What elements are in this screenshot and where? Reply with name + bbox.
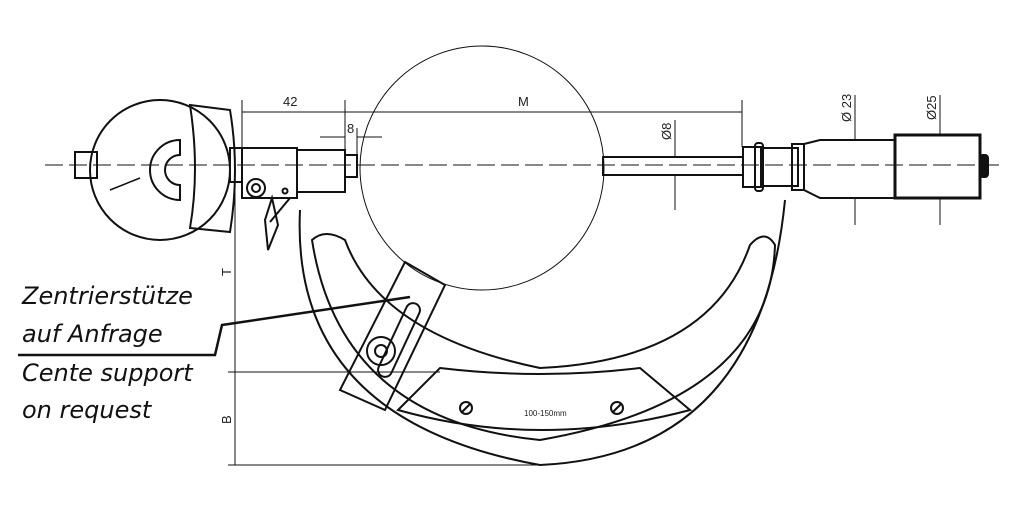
frame-range-label: 100-150mm bbox=[524, 409, 567, 418]
dial-gauge bbox=[74, 99, 243, 241]
spindle bbox=[602, 133, 989, 200]
callout-line-4: on request bbox=[22, 396, 152, 424]
dim-42: 42 bbox=[283, 94, 297, 109]
dim-dia25: Ø25 bbox=[924, 95, 939, 120]
workpiece-circle bbox=[359, 45, 605, 291]
callout-line-1: Zentrierstütze bbox=[22, 282, 193, 310]
callout-leader bbox=[18, 295, 411, 357]
dim-M: M bbox=[518, 94, 529, 109]
dim-B: B bbox=[219, 415, 234, 424]
callout-line-3: Cente support bbox=[22, 359, 193, 387]
dimension-lines bbox=[228, 95, 941, 466]
dim-8: 8 bbox=[347, 121, 354, 136]
centering-support bbox=[338, 260, 447, 412]
anvil-body bbox=[241, 147, 358, 251]
c-frame bbox=[298, 199, 786, 467]
callout-line-2: auf Anfrage bbox=[22, 320, 163, 348]
dim-T: T bbox=[219, 268, 234, 276]
dim-dia23: Ø 23 bbox=[839, 94, 854, 122]
dim-dia8: Ø8 bbox=[659, 123, 674, 140]
